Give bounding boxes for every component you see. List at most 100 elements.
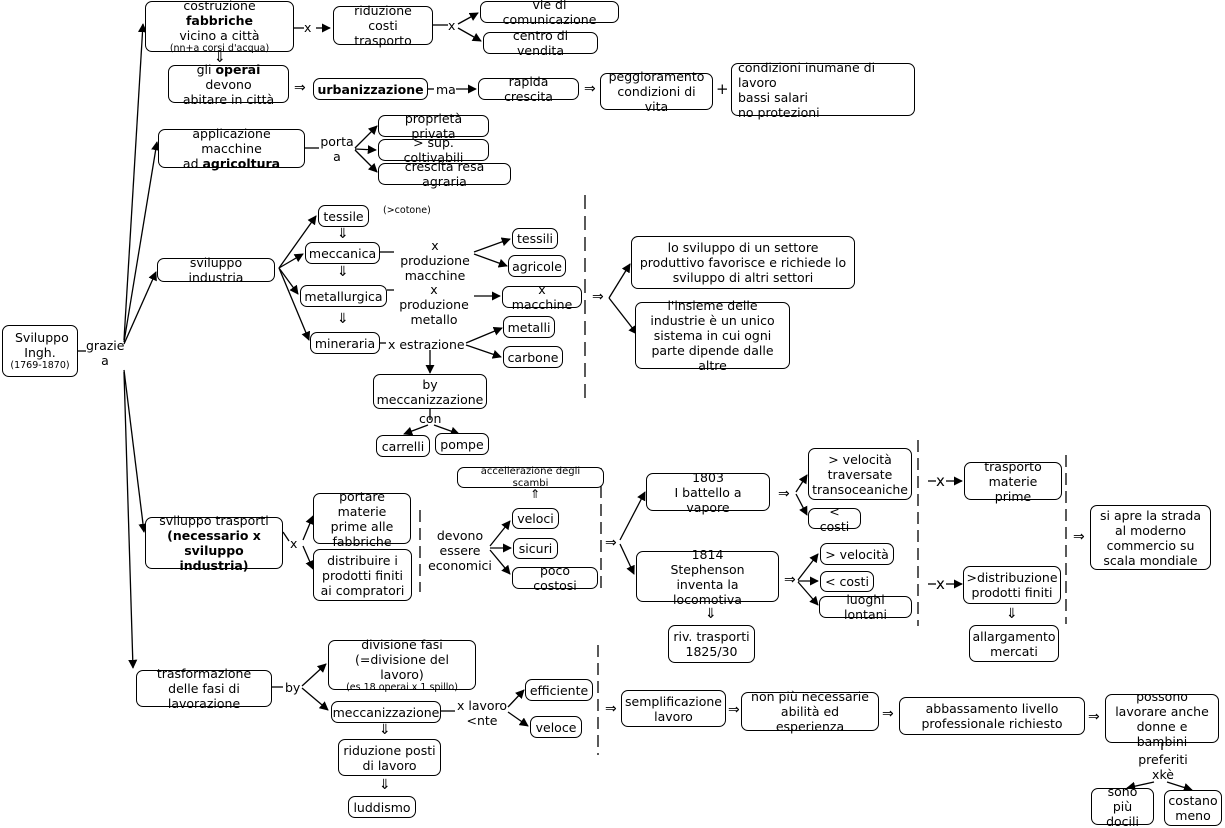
down-arrow-1: ⇓ [214,50,226,66]
proprieta-node: proprietà privata [378,111,489,141]
implies-5: ⇒ [778,486,790,502]
tessili-text: tessili [516,231,554,246]
battello-text: I battello a vapore [674,484,742,515]
insieme-text: l'insieme delle industrie è un unico sis… [650,298,775,373]
mineraria-text: mineraria [314,335,376,351]
insieme-node: l'insieme delle industrie è un unico sis… [635,298,790,373]
fabbriche-node: costruzione fabbriche vicino a città (nn… [145,0,294,55]
semplificazione-node: semplificazione lavoro [621,690,726,727]
implies-8: ⇒ [605,701,617,717]
meno-costi-1-node: < costi [808,504,861,534]
abbassamento-text: abbassamento livello professionale richi… [921,701,1063,731]
operai-pre: gli [196,61,216,77]
lavoro-label: x lavoro <nte [456,698,508,728]
fabbriche-pre: costruzione [183,0,256,14]
veloce-text: veloce [535,719,577,735]
allargamento-node: allargamento mercati [969,625,1059,662]
divisione-node: divisione fasi (=divisione del lavoro) (… [328,637,476,693]
down-arrow-5: ⇓ [705,606,717,622]
veloci-node: veloci [512,508,559,529]
metalli-text: metalli [507,319,551,335]
metallurgica-text: metallurgica [304,288,383,304]
agri-bold: agricoltura [202,156,281,171]
x-label-5: x [936,575,945,593]
distribuzione-node: >distribuzione prodotti finiti [963,566,1061,604]
settore-text: lo sviluppo di un settore produttivo fav… [639,240,847,285]
metalli-node: metalli [503,316,555,338]
by-label: by [285,680,301,695]
urbanizzazione-node: urbanizzazione [313,78,428,100]
veloci-text: veloci [517,511,554,526]
vie-text: vie di comunicazione [502,0,597,27]
prod-metallo-label: x produzione metallo [399,282,469,327]
accel-node: accellerazione degli scambi [457,466,604,489]
implies-3: ⇒ [592,289,604,305]
rapida-node: rapida crescita [478,74,579,104]
settore-node: lo sviluppo di un settore produttivo fav… [631,236,855,289]
ma-label: ma [436,82,456,97]
carbone-node: carbone [503,346,563,368]
down-arrow-3: ⇓ [337,264,349,280]
down-arrow-6: ⇓ [1006,606,1018,622]
superficie-text: > sup. coltivabili [403,135,464,165]
poco-costosi-node: poco costosi [512,563,598,593]
carrelli-text: carrelli [381,438,425,454]
docili-node: sono più docili [1091,784,1154,828]
stephenson-node: 1814 Stephenson inventa la locomotiva [636,547,779,607]
porta-label: porta a [320,134,354,164]
cotone-label: (>cotone) [383,205,431,216]
con-label: con [419,411,442,426]
meccanica-node: meccanica [305,242,380,264]
costi-2-text: < costi [825,574,869,589]
trasporto-mp-node: trasporto materie prime [964,459,1062,504]
operai-bold: operai [215,61,261,77]
sicuri-text: sicuri [518,541,553,556]
portare-text: portare materie prime alle fabbriche [330,488,394,549]
superficie-node: > sup. coltivabili [378,135,489,165]
costano-text: costano meno [1168,793,1218,823]
proprieta-text: proprietà privata [404,111,463,141]
carrelli-node: carrelli [376,435,430,457]
operai-line2: abitare in città [182,91,275,107]
veloce-node: veloce [530,716,582,738]
trasporto-mp-text: trasporto materie prime [984,458,1042,504]
grazie-label: grazie a [86,338,125,368]
estrazione-label: x estrazione [388,337,465,352]
by-mecc-node: by meccanizzazione [373,374,487,409]
by-mecc-text: by meccanizzazione [376,376,484,407]
possono-node: possono lavorare anche donne e bambini [1105,689,1219,749]
pompe-node: pompe [435,433,489,455]
agri-line1: applicazione macchine [192,126,271,156]
implies-4: ⇒ [605,535,617,551]
fabbriche-note: (nn+a corsi d'acqua) [169,43,270,55]
agricoltura-node: applicazione macchine ad agricoltura [158,126,305,171]
abbassamento-node: abbassamento livello professionale richi… [899,697,1085,735]
root-title: Sviluppo Ingh. [15,330,69,361]
riv-node: riv. trasporti 1825/30 [668,625,755,663]
non-piu-text: non più necessarie abilità ed esperienza [751,689,869,734]
down-arrow-8: ⇓ [379,777,391,793]
sicuri-node: sicuri [513,538,558,559]
down-arrow-4: ⇓ [337,311,349,327]
battello-year: 1803 [692,469,724,485]
implies-11: ⇒ [1088,709,1100,725]
fabbriche-line2: vicino a città [179,28,260,44]
metallurgica-node: metallurgica [300,285,387,307]
luoghi-node: luoghi lontani [819,592,912,622]
distribuire-text: distribuire i prodotti finiti ai comprat… [320,552,405,598]
riduzione-text: riduzione posti di lavoro [343,742,436,773]
meccanizzazione-node: meccanizzazione [331,701,441,723]
operai-post: devono [205,76,252,92]
allargamento-text: allargamento mercati [972,628,1056,659]
plus-label: + [716,80,729,98]
down-arrow-7: ⇓ [379,722,391,738]
x-label-3: x [290,536,298,551]
operai-node: gli operai devono abitare in città [168,61,289,107]
root-node: Sviluppo Ingh. (1769-1870) [2,325,78,377]
implies-9: ⇒ [728,702,740,718]
agricole-node: agricole [508,255,566,277]
vel-trans-node: > velocità traversate transoceaniche [808,448,912,500]
poco-costosi-text: poco costosi [533,563,577,593]
tessile-node: tessile [318,205,369,227]
trasporti-node: sviluppo trasporti (necessario x svilupp… [145,513,283,573]
